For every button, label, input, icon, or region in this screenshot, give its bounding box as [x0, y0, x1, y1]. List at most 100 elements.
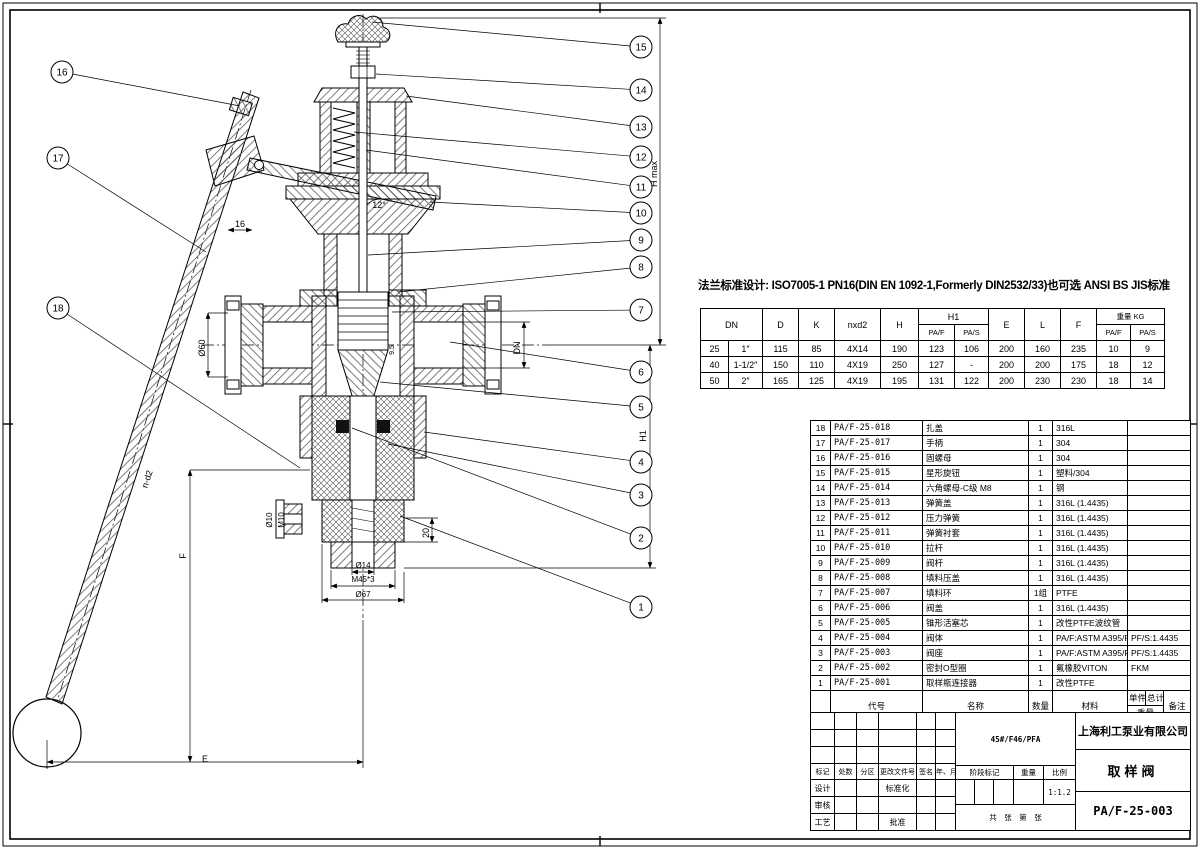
dim-f: F — [178, 553, 188, 559]
bom-cell-no: 1 — [810, 675, 831, 691]
balloon-6 — [629, 360, 653, 384]
bom-header-total: 总计 — [1145, 690, 1164, 706]
bom-row: 13 PA/F-25-013 弹簧盖 1 316L (1.4435) — [810, 495, 1192, 511]
bom-cell-name: 弹簧衬套 — [922, 525, 1029, 541]
bom-cell-code: PA/F-25-002 — [830, 660, 923, 676]
valve-stem — [350, 46, 376, 293]
bom-cell-code: PA/F-25-014 — [830, 480, 923, 496]
dim-header-h1-pas: PA/S — [953, 324, 990, 341]
bom-cell-no: 13 — [810, 495, 831, 511]
dim-row: 40 1-1/2″ 150 110 4X19 250 127 - 200 200… — [700, 356, 1166, 373]
dim-cell-h1-pas: 106 — [953, 340, 990, 357]
left-flange — [224, 295, 242, 395]
dim-header-f: F — [1060, 308, 1098, 341]
label-process: 工艺 — [810, 813, 835, 831]
dim-cell-nxd2: 4X14 — [834, 340, 881, 357]
bom-cell-name: 密封O型圈 — [922, 660, 1029, 676]
bom-cell-code: PA/F-25-011 — [830, 525, 923, 541]
title-block-right: 上海利工泵业有限公司 取样阀 PA/F-25-003 — [1075, 712, 1191, 831]
bom-cell-no: 12 — [810, 510, 831, 526]
bom-row: 17 PA/F-25-017 手柄 1 304 — [810, 435, 1192, 451]
bom-row: 11 PA/F-25-011 弹簧衬套 1 316L (1.4435) — [810, 525, 1192, 541]
dim-header-l: L — [1024, 308, 1062, 341]
balloon-2-label: 2 — [638, 534, 644, 545]
weight-value — [1013, 779, 1044, 805]
bom-cell-qty: 1 — [1028, 600, 1053, 616]
bom-row: 5 PA/F-25-005 锥形活塞芯 1 改性PTFE波纹管 — [810, 615, 1192, 631]
bom-cell-qty: 1 — [1028, 435, 1053, 451]
bom-cell-name: 压力弹簧 — [922, 510, 1029, 526]
bom-cell-material: 316L (1.4435) — [1052, 525, 1128, 541]
bom-cell-qty: 1 — [1028, 465, 1053, 481]
balloon-14 — [629, 78, 653, 102]
bom-cell-no: 10 — [810, 540, 831, 556]
balloon-8 — [629, 255, 653, 279]
bom-cell-code: PA/F-25-008 — [830, 570, 923, 586]
bom-cell-qty: 1 — [1028, 570, 1053, 586]
bom-cell-code: PA/F-25-004 — [830, 630, 923, 646]
bom-cell-qty: 1 — [1028, 480, 1053, 496]
bom-cell-name: 填料环 — [922, 585, 1029, 601]
star-knob — [335, 15, 391, 43]
dim-dn: DN — [512, 342, 522, 355]
balloon-10-label: 10 — [635, 209, 647, 220]
bom-cell-name: 弹簧盖 — [922, 495, 1029, 511]
bom-row: 18 PA/F-25-018 扎盖 1 316L — [810, 420, 1192, 436]
dim-m10: M10 — [277, 512, 286, 528]
bom-cell-no: 5 — [810, 615, 831, 631]
bom-cell-note: PF/S:1.4435 — [1126, 645, 1192, 661]
scale-value: 1:1.2 — [1042, 779, 1077, 805]
handle — [12, 91, 265, 768]
bom-cell-no: 18 — [810, 420, 831, 436]
bom-cell-name: 手柄 — [922, 435, 1029, 451]
dim-header-k: K — [798, 308, 835, 341]
o-ring-left — [336, 420, 349, 433]
dim-cell-h1-paf: 131 — [918, 372, 955, 389]
bom-cell-note — [1126, 480, 1192, 496]
revision-row — [810, 712, 956, 730]
balloon-13 — [629, 115, 653, 139]
dim-header-h1: H1 — [917, 308, 990, 325]
bom-row: 9 PA/F-25-009 阀杆 1 316L (1.4435) — [810, 555, 1192, 571]
dim-cell-l: 230 — [1024, 372, 1062, 389]
balloon-8-label: 8 — [638, 263, 644, 274]
bom-cell-note — [1126, 495, 1192, 511]
label-stage: 阶段标记 — [955, 765, 1014, 780]
pressure-spring — [332, 107, 356, 169]
bom-cell-material: 氟橡胶VITON — [1052, 660, 1128, 676]
balloon-1 — [629, 595, 653, 619]
dim-hmax: H max — [649, 161, 659, 188]
bom-cell-material: 316L (1.4435) — [1052, 600, 1128, 616]
dim-cell-h1-paf: 127 — [918, 356, 955, 373]
flange-standard-note: 法兰标准设计: ISO7005-1 PN16(DIN EN 1092-1,For… — [698, 280, 1170, 292]
bom-cell-code: PA/F-25-018 — [830, 420, 923, 436]
dim-95: 9.5 — [389, 345, 396, 355]
balloon-18 — [46, 296, 70, 320]
bom-cell-material: 316L (1.4435) — [1052, 540, 1128, 556]
bom-cell-material: 304 — [1052, 435, 1128, 451]
design-row: 设计 标准化 — [810, 779, 956, 797]
process-row: 工艺 批准 — [810, 813, 956, 831]
check-row: 审核 — [810, 796, 956, 814]
dim-cell-h: 250 — [880, 356, 919, 373]
dimension-table: DN D K nxd2 H H1 E L F 重量 KG PA/F PA/S P… — [700, 308, 1166, 389]
bom-cell-no: 17 — [810, 435, 831, 451]
balloon-5 — [629, 395, 653, 419]
bom-cell-note — [1126, 570, 1192, 586]
dim-cell-inch: 1-1/2″ — [728, 356, 763, 373]
bom-cell-code: PA/F-25-007 — [830, 585, 923, 601]
bom-cell-qty: 1 — [1028, 660, 1053, 676]
dim-header-h: H — [880, 308, 919, 341]
bom-cell-no: 6 — [810, 600, 831, 616]
dim-d10: Ø10 — [265, 512, 274, 528]
bom-cell-no: 16 — [810, 450, 831, 466]
right-flange — [484, 295, 502, 395]
label-check: 审核 — [810, 796, 835, 814]
bom-cell-code: PA/F-25-015 — [830, 465, 923, 481]
balloon-7 — [629, 298, 653, 322]
balloon-6-label: 6 — [638, 368, 644, 379]
dim-angle: 12° — [372, 200, 386, 210]
balloon-16-label: 16 — [56, 68, 68, 79]
dim-header-weight: 重量 KG — [1096, 308, 1166, 325]
bom-cell-note — [1126, 435, 1192, 451]
